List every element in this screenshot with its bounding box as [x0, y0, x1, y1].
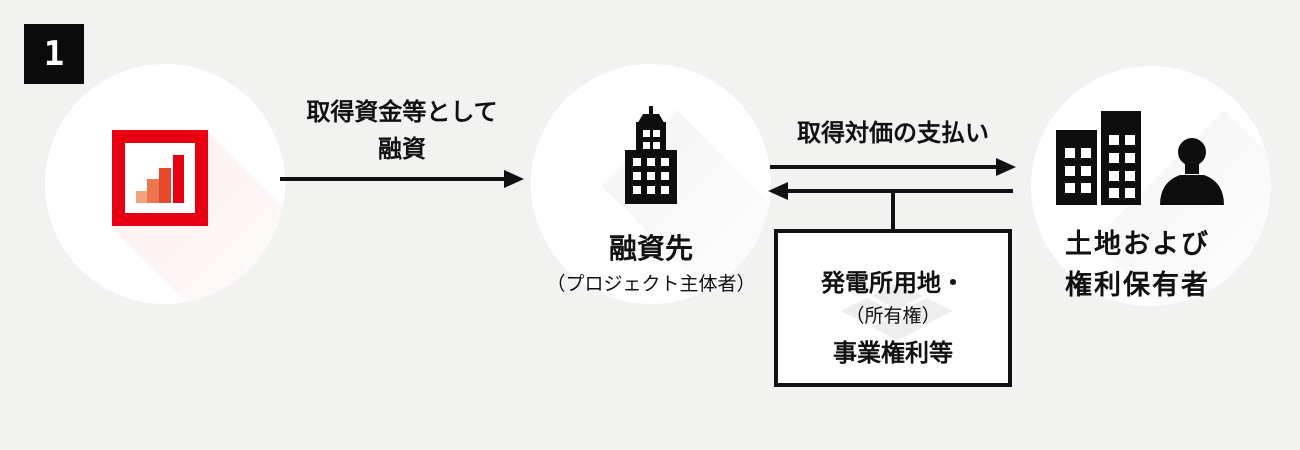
- logo-bar-3: [159, 168, 171, 203]
- step-number-badge: 1: [24, 24, 84, 84]
- office-tower-building-icon: [625, 106, 677, 204]
- rising-bar-chart-logo-icon: [112, 130, 208, 226]
- loan-flow-label: 取得資金等として融資: [280, 94, 524, 168]
- payment-arrow-head-icon: [996, 158, 1016, 176]
- asset-box-line2: （所有権）: [845, 306, 941, 327]
- borrower-title: 融資先: [608, 233, 693, 264]
- loan-arrow-line: [280, 177, 506, 181]
- transfer-arrow-line: [788, 189, 1013, 193]
- transfer-connector-line: [891, 191, 895, 231]
- logo-bar-2: [147, 179, 159, 203]
- logo-bar-1: [136, 191, 147, 203]
- loan-flow-label-line1: 取得資金等として: [306, 99, 498, 126]
- land-parcel-watermark-icon: [841, 283, 953, 340]
- borrower-subtitle: （プロジェクト主体者）: [546, 274, 756, 295]
- transfer-arrow-head-icon: [768, 182, 788, 200]
- asset-box-line3: 事業権利等: [833, 340, 953, 367]
- holder-title-line1: 土地および: [1065, 229, 1210, 259]
- payment-flow-label: 取得対価の支払い: [797, 120, 989, 147]
- asset-box-line1: 発電所用地・: [821, 270, 965, 297]
- loan-arrow-head-icon: [504, 170, 524, 188]
- asset-box: 発電所用地・ （所有権） 事業権利等: [774, 229, 1012, 387]
- logo-bar-4: [173, 155, 184, 203]
- holder-title-line2: 権利保有者: [1065, 270, 1210, 300]
- loan-flow-label-line2: 融資: [378, 136, 426, 163]
- holder-title: 土地および権利保有者: [1065, 224, 1210, 306]
- buildings-and-person-icon: [1056, 111, 1224, 205]
- step-number: 1: [43, 34, 65, 74]
- payment-arrow-line: [770, 165, 998, 169]
